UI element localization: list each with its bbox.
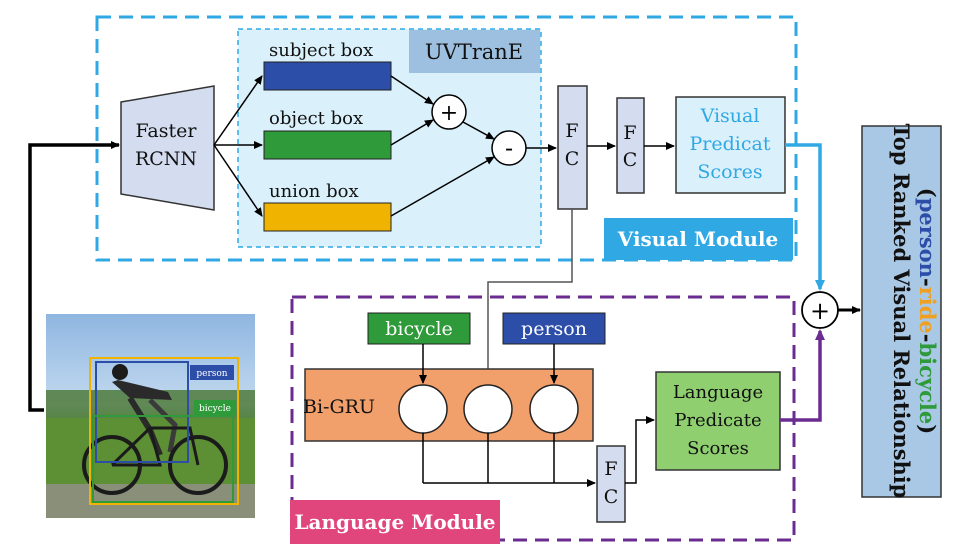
fc2-line1: F — [623, 122, 636, 144]
output-open-paren: ( — [915, 188, 940, 198]
plus-operator-symbol: + — [440, 101, 458, 126]
fc2-block — [616, 97, 645, 194]
faster-rcnn-line2: RCNN — [135, 148, 197, 170]
output-relationship: (person-ride-bicycle) — [915, 188, 940, 434]
bigru-label: Bi-GRU — [303, 396, 375, 418]
language-scores-line1: Language — [673, 382, 763, 403]
output-close-paren: ) — [915, 424, 940, 434]
fc3-line1: F — [604, 458, 617, 480]
arrow-union-minus — [390, 156, 495, 217]
arrow-object-plus — [390, 119, 434, 146]
faster-rcnn-line1: Faster — [136, 120, 198, 142]
output-word-ride: ride — [915, 287, 940, 334]
arrow-plus-minus — [462, 121, 495, 140]
output-box — [861, 125, 942, 498]
visual-scores-line1: Visual — [700, 105, 760, 127]
photo-person-tag-box — [190, 365, 234, 380]
visual-scores-line3: Scores — [697, 161, 762, 183]
input-arrow — [28, 141, 120, 412]
bigru-node-2 — [463, 384, 513, 434]
arrow-rcnn-subject — [213, 75, 263, 146]
fc3-block — [596, 445, 626, 523]
union-box-label: union box — [269, 181, 359, 202]
arrow-subject-plus — [390, 75, 434, 105]
visual-scores-line2: Predicat — [690, 133, 771, 155]
output-dash-2: - — [915, 334, 940, 343]
output-word-bicycle: bicycle — [915, 342, 940, 424]
object-box-label: object box — [269, 108, 363, 129]
bicycle-label: bicycle — [385, 318, 453, 340]
bigru-node-1 — [398, 384, 448, 434]
person-label: person — [521, 318, 587, 340]
photo-bicycle-box — [92, 415, 234, 503]
fc3-line2: C — [604, 486, 619, 508]
arrow-fc1-to-bigru — [484, 209, 573, 384]
input-photo: person bicycle — [46, 314, 255, 518]
cyclist-head — [112, 364, 128, 380]
language-module-label: Language Module — [294, 510, 495, 534]
bike-wheel-front — [168, 435, 228, 495]
fc1-line2: C — [565, 148, 580, 170]
faster-rcnn-block — [120, 85, 215, 211]
output-word-person: person — [915, 198, 940, 278]
bigru-node-3 — [529, 384, 579, 434]
final-plus-symbol: + — [810, 297, 830, 325]
arrow-language-to-plus — [780, 329, 825, 422]
plus-operator — [431, 94, 467, 130]
uvtrane-label: UVTranE — [425, 40, 523, 64]
photo-bicycle-tag: bicycle — [199, 404, 231, 414]
arrow-fc3-language-scores — [625, 416, 655, 484]
language-scores-line2: Predicate — [674, 410, 761, 431]
arrow-visual-to-plus — [785, 143, 825, 291]
object-box-bar — [263, 130, 392, 160]
language-module-label-box — [290, 500, 500, 544]
union-box-bar — [263, 202, 392, 232]
person-label-box — [502, 312, 606, 345]
visual-module-label: Visual Module — [617, 227, 778, 251]
subject-box-bar — [263, 61, 392, 91]
subject-box-label: subject box — [269, 40, 373, 61]
minus-operator-symbol: - — [505, 134, 513, 162]
output-dash-1: - — [915, 278, 940, 287]
bicycle-label-box — [367, 312, 471, 345]
visual-module-frame — [95, 15, 798, 262]
fc1-line1: F — [565, 120, 578, 142]
uvtrane-label-box — [409, 30, 540, 73]
photo-person-box — [95, 361, 189, 463]
fc2-line2: C — [623, 149, 638, 171]
photo-bicycle-tag-box — [194, 400, 236, 415]
output-title: Top Ranked Visual Relationship — [889, 124, 914, 499]
photo-person-tag: person — [196, 369, 227, 379]
arrow-rcnn-union — [213, 144, 263, 217]
visual-module-label-box — [604, 218, 793, 260]
visual-scores-block — [675, 96, 786, 194]
photo-union-box — [89, 357, 239, 505]
language-scores-line3: Scores — [687, 438, 749, 459]
